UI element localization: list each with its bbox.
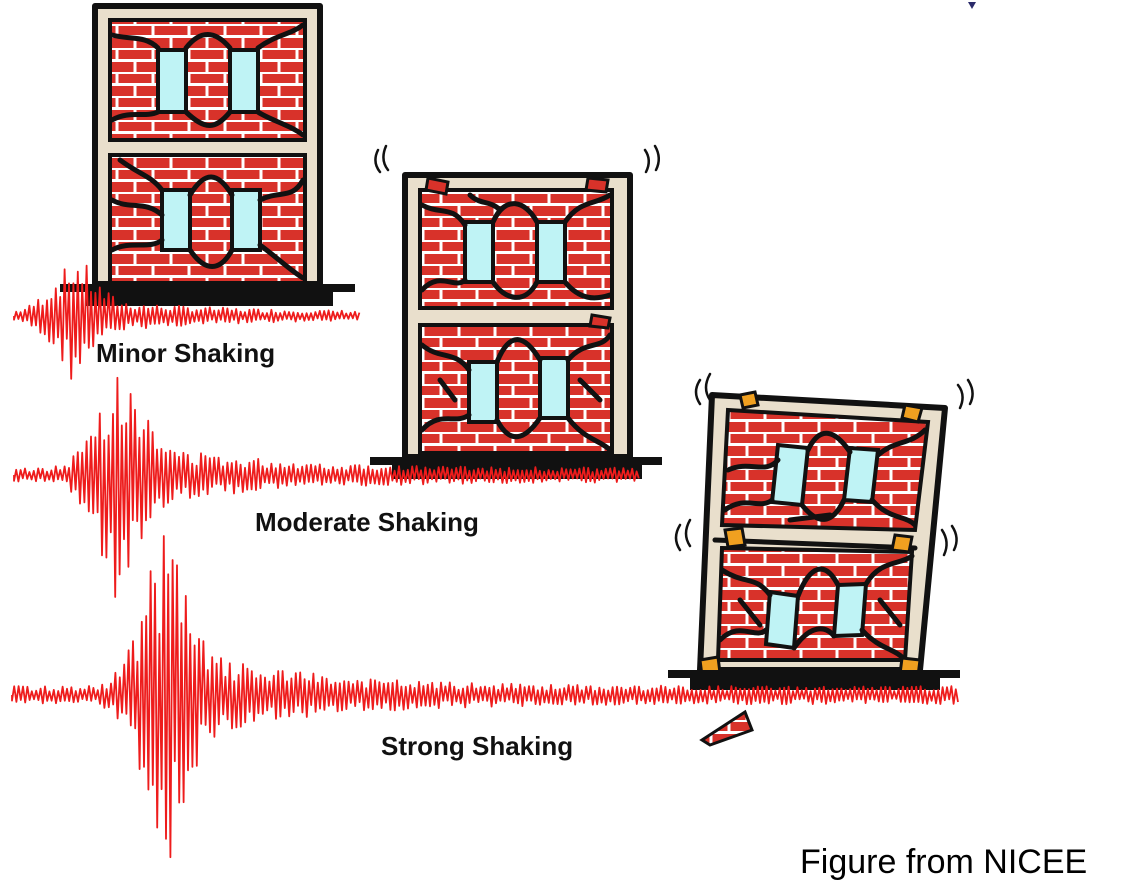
seismogram-moderate-icon: [13, 376, 640, 598]
building-minor-damage-icon: [60, 3, 355, 306]
label-strong-shaking: Strong Shaking: [381, 731, 573, 761]
seismogram-minor-icon: [13, 264, 361, 380]
label-moderate-shaking: Moderate Shaking: [255, 507, 479, 537]
figure-credit: Figure from NICEE: [800, 843, 1087, 881]
corner-mark-icon: [968, 2, 976, 9]
building-severe-damage-icon: [668, 372, 974, 747]
seismogram-strong-icon: [11, 535, 959, 859]
fallen-debris-icon: [699, 709, 754, 747]
building-moderate-damage-icon: [370, 144, 662, 479]
label-minor-shaking: Minor Shaking: [96, 338, 275, 368]
